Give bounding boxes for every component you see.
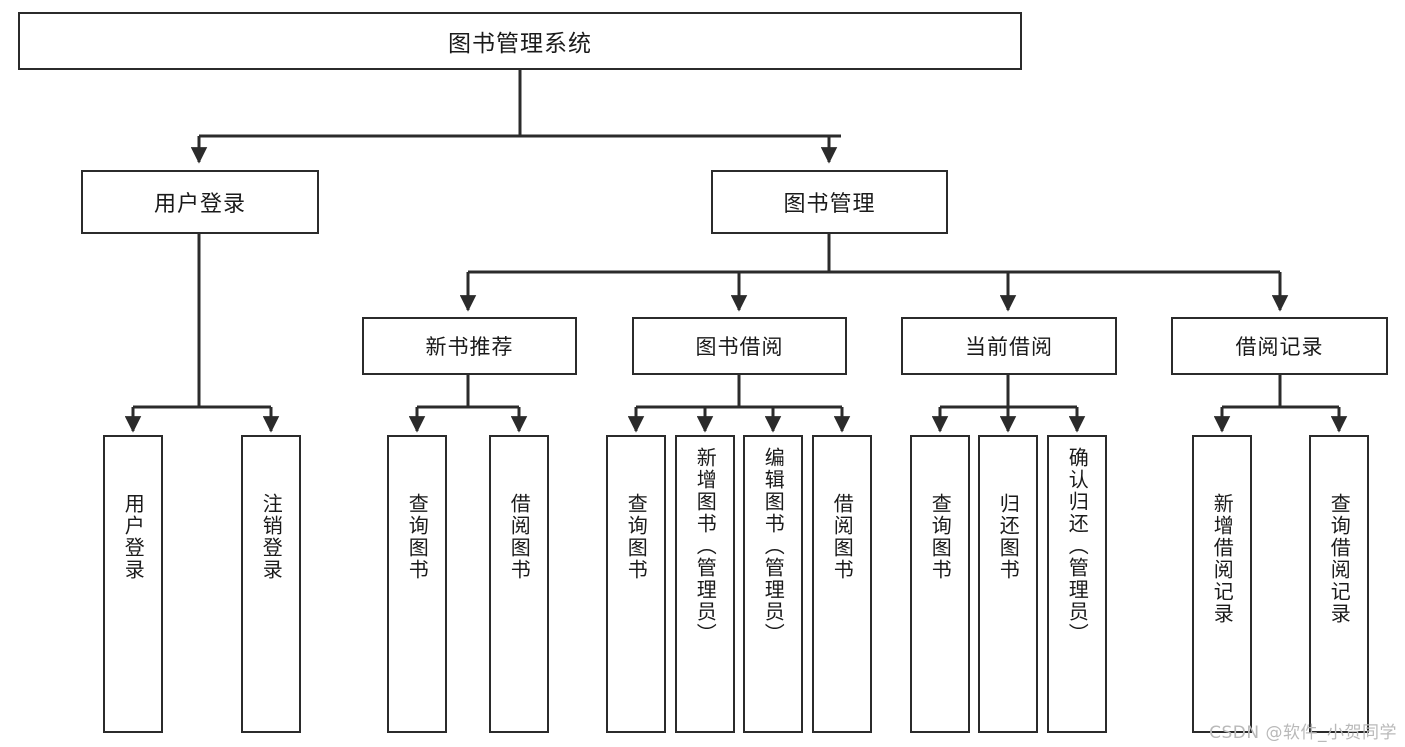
leaf-query-book-current-borrow[interactable]: 查询图书 [910,435,970,733]
leaf-query-book-new-book-rec[interactable]: 查询图书 [387,435,447,733]
node-label: 查询图书 [405,493,430,581]
leaf-return-book[interactable]: 归还图书 [978,435,1038,733]
node-book-management[interactable]: 图书管理 [711,170,948,234]
node-label: 查询借阅记录 [1327,493,1352,625]
node-label: 新书推荐 [425,335,514,359]
node-label: 图书管理 [783,192,876,217]
leaf-borrow-book-new-book-rec[interactable]: 借阅图书 [489,435,549,733]
leaf-borrow-book-book-borrow[interactable]: 借阅图书 [812,435,872,733]
node-user-login[interactable]: 用户登录 [81,170,319,234]
node-label: 用户登录 [121,493,146,581]
leaf-query-borrow-record[interactable]: 查询借阅记录 [1309,435,1369,733]
node-label: 图书管理系统 [448,31,592,57]
leaf-add-book-admin[interactable]: 新增图书（管理员） [675,435,735,733]
node-root-book-management-system[interactable]: 图书管理系统 [18,12,1022,70]
leaf-logout-login[interactable]: 注销登录 [241,435,301,733]
node-label: 注销登录 [259,493,284,581]
node-label: 查询图书 [928,493,953,581]
leaf-add-borrow-record[interactable]: 新增借阅记录 [1192,435,1252,733]
csdn-watermark: CSDN @软件_小贺同学 [1209,723,1397,743]
node-borrowing-record[interactable]: 借阅记录 [1171,317,1388,375]
leaf-confirm-return-admin[interactable]: 确认归还（管理员） [1047,435,1107,733]
node-label: 用户登录 [153,192,246,217]
leaf-query-book-book-borrow[interactable]: 查询图书 [606,435,666,733]
leaf-edit-book-admin[interactable]: 编辑图书（管理员） [743,435,803,733]
node-label: 新增图书（管理员） [693,447,718,645]
node-label: 确认归还（管理员） [1065,447,1090,645]
node-label: 借阅记录 [1235,335,1324,359]
node-current-borrowing[interactable]: 当前借阅 [901,317,1117,375]
node-label: 归还图书 [996,493,1021,581]
node-label: 编辑图书（管理员） [761,447,786,645]
node-label: 借阅图书 [830,493,855,581]
node-new-book-recommendation[interactable]: 新书推荐 [362,317,577,375]
node-label: 当前借阅 [965,335,1053,359]
node-label: 图书借阅 [695,335,784,359]
node-label: 查询图书 [624,493,649,581]
node-book-borrowing[interactable]: 图书借阅 [632,317,847,375]
leaf-user-login[interactable]: 用户登录 [103,435,163,733]
node-label: 新增借阅记录 [1210,493,1235,625]
node-label: 借阅图书 [507,493,532,581]
